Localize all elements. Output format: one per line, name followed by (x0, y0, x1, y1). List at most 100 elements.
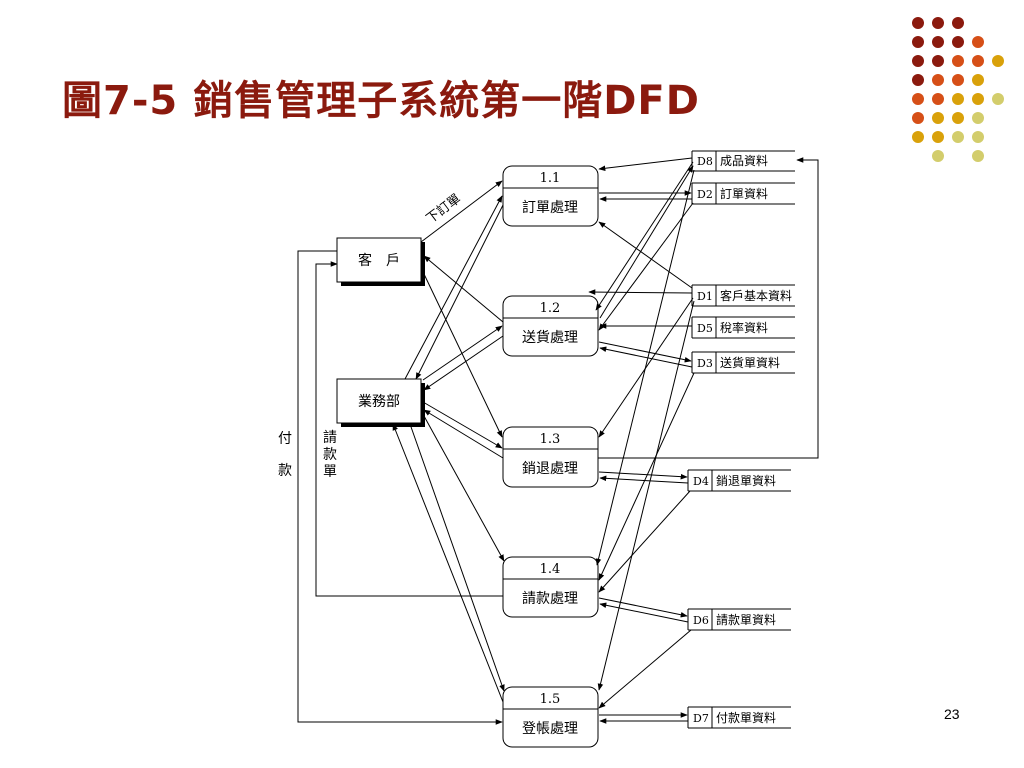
dot (972, 36, 984, 48)
dot (932, 36, 944, 48)
dot (952, 74, 964, 86)
data-store-d1: D1 客戶基本資料 (691, 284, 795, 307)
flow-arrow (598, 597, 688, 618)
dot (912, 36, 924, 48)
dot (952, 93, 964, 105)
flow-arrow (599, 475, 689, 484)
data-store-id: D4 (693, 475, 709, 488)
flow-arrow (415, 204, 504, 380)
flow-arrow (588, 289, 693, 295)
flow-arrow (599, 346, 693, 368)
dot (932, 74, 944, 86)
data-store-name: 請款單資料 (716, 613, 776, 627)
process-name: 登帳處理 (522, 721, 578, 737)
data-store-d4: D4 銷退單資料 (687, 469, 791, 492)
dot (952, 36, 964, 48)
dot (952, 17, 964, 29)
process-1-1: 1.1 訂單處理 (502, 165, 599, 227)
dot (972, 93, 984, 105)
dot (912, 55, 924, 67)
entity-sales-dept: 業務部 (336, 378, 425, 427)
flow-label-invoice: 請 (323, 430, 337, 446)
process-id: 1.1 (540, 171, 561, 186)
process-id: 1.3 (540, 432, 561, 447)
dot (912, 93, 924, 105)
flow-label-invoice: 單 (323, 464, 337, 480)
flow-label-payment: 付 (278, 431, 292, 447)
dot (992, 55, 1004, 67)
process-id: 1.5 (540, 692, 561, 707)
data-store-name: 訂單資料 (720, 186, 768, 201)
dot (932, 112, 944, 124)
process-name: 送貨處理 (522, 329, 578, 346)
data-store-name: 稅率資料 (720, 320, 768, 335)
flow-arrow (315, 261, 503, 597)
flow-arrow (423, 273, 503, 438)
dot (972, 74, 984, 86)
flow-arrow (598, 372, 695, 581)
data-store-id: D6 (693, 614, 709, 627)
flow-arrow (598, 490, 691, 593)
dot (972, 150, 984, 162)
data-store-id: D8 (697, 155, 713, 168)
data-store-id: D1 (697, 290, 713, 303)
data-store-d8: D8 成品資料 (691, 150, 795, 172)
flow-arrow (423, 409, 504, 459)
dot (952, 55, 964, 67)
data-store-d7: D7 付款單資料 (687, 706, 791, 729)
flow-arrow (423, 415, 505, 562)
entity-customer-label: 客 戶 (358, 252, 400, 269)
process-name: 訂單處理 (522, 200, 578, 216)
flow-arrow (409, 423, 505, 692)
entity-sales-dept-label: 業務部 (358, 394, 400, 410)
flow-arrow (599, 165, 694, 319)
data-store-id: D3 (697, 357, 713, 370)
dot (972, 131, 984, 143)
dot (932, 150, 944, 162)
dot (992, 93, 1004, 105)
flow-arrow (598, 202, 694, 331)
process-name: 請款處理 (522, 591, 578, 607)
dot (932, 55, 944, 67)
flow-arrow (423, 335, 504, 391)
flow-arrow (423, 255, 504, 323)
flow-arrow (598, 157, 819, 459)
dot (912, 112, 924, 124)
dot (972, 112, 984, 124)
flow-label-payment: 款 (278, 463, 292, 479)
page-number: 23 (944, 706, 960, 722)
flow-arrow (598, 471, 688, 480)
flow-label-invoice: 款 (323, 447, 337, 463)
dot (952, 112, 964, 124)
data-store-id: D5 (697, 322, 713, 335)
dot (952, 131, 964, 143)
flow-arrow (598, 157, 693, 172)
data-store-name: 付款單資料 (716, 711, 776, 725)
flow-arrow (422, 401, 503, 449)
process-1-5: 1.5 登帳處理 (502, 686, 599, 748)
dot (912, 131, 924, 143)
process-id: 1.2 (540, 301, 561, 316)
flow-arrow (597, 300, 695, 691)
flow-arrow (595, 161, 694, 311)
data-store-name: 客戶基本資料 (720, 288, 792, 303)
flow-arrow (598, 297, 694, 438)
dot (932, 93, 944, 105)
dot (912, 17, 924, 29)
data-store-name: 銷退單資料 (716, 473, 776, 488)
flow-arrow (297, 250, 503, 725)
flow-label-place-order: 下訂單 (423, 191, 464, 227)
entity-customer: 客 戶 (336, 237, 425, 286)
flow-arrow (598, 341, 692, 363)
dot (972, 55, 984, 67)
data-store-name: 送貨單資料 (720, 355, 780, 370)
flow-arrow (598, 221, 693, 289)
data-store-d2: D2 訂單資料 (691, 182, 795, 205)
dot (932, 131, 944, 143)
data-store-name: 成品資料 (720, 154, 768, 168)
flow-arrow (392, 423, 504, 703)
flow-arrow (404, 195, 503, 380)
